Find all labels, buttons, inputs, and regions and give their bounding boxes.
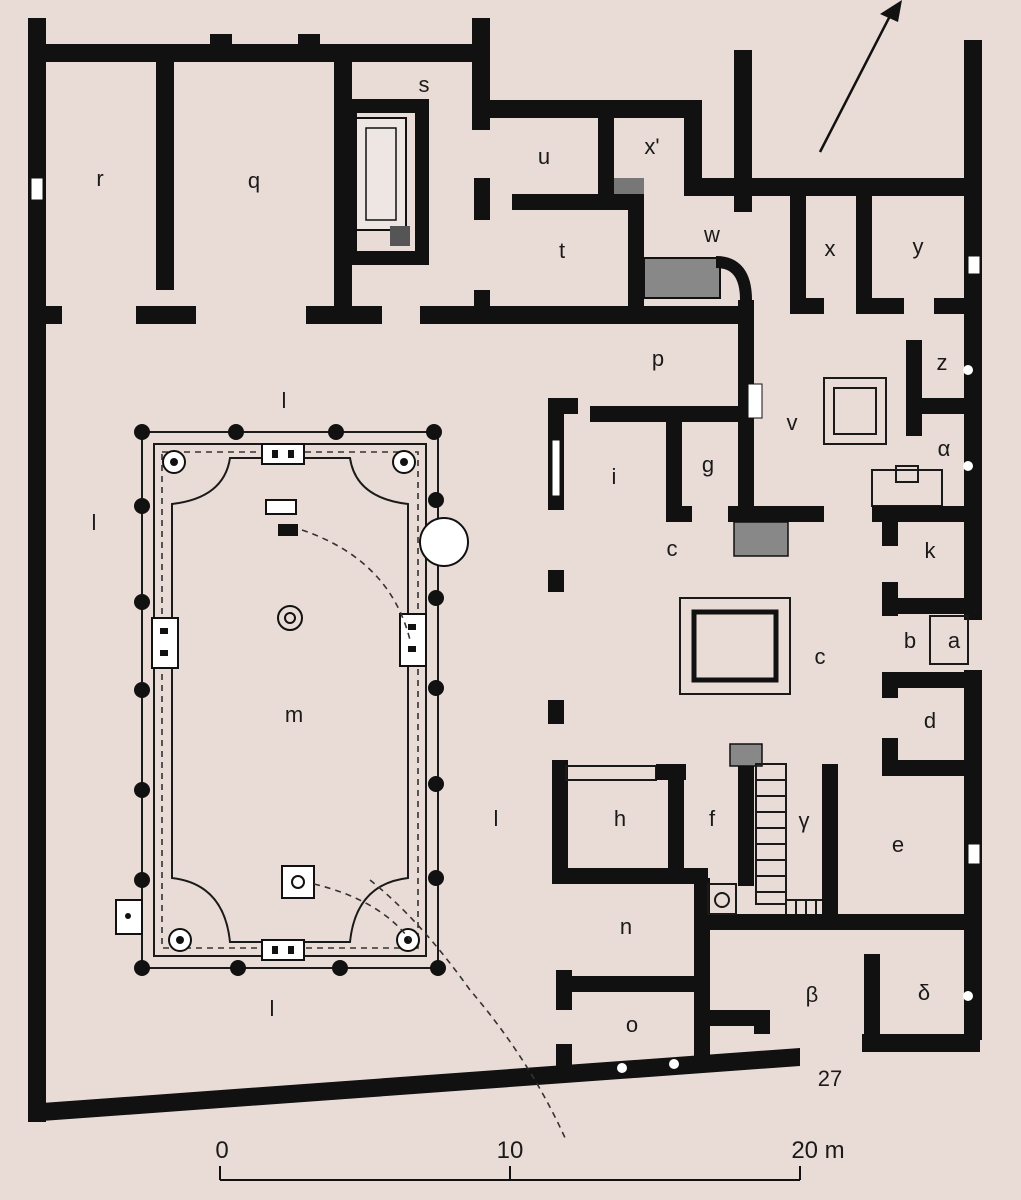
room-label-delta: δ xyxy=(918,980,930,1005)
scale-tick-10: 10 xyxy=(497,1137,524,1164)
room-label-k: k xyxy=(925,538,937,563)
room-label-y: y xyxy=(913,234,924,259)
room-label-l-right: l xyxy=(494,806,499,831)
room-label-c-upper: c xyxy=(667,536,678,561)
room-label-s: s xyxy=(419,72,430,97)
room-label-q: q xyxy=(248,168,260,193)
north-rooms xyxy=(46,62,752,324)
room-label-alpha: α xyxy=(938,436,951,461)
room-label-m: m xyxy=(285,702,303,727)
room-label-gamma: γ xyxy=(799,808,810,833)
scale-tick-20: 20 m xyxy=(791,1137,844,1164)
north-arrow-icon xyxy=(818,0,902,153)
room-label-t: t xyxy=(559,238,565,263)
room-label-u: u xyxy=(538,144,550,169)
room-label-c-center: c xyxy=(815,644,826,669)
room-label-l-top: l xyxy=(282,388,287,413)
peristyle-garden xyxy=(115,424,567,1141)
room-label-e: e xyxy=(892,832,904,857)
room-label-a: a xyxy=(948,628,961,653)
room-label-beta: β xyxy=(806,982,819,1007)
room-label-i: i xyxy=(612,464,617,489)
room-labels: r q s u x' t w x y p z v α l l i g c k m… xyxy=(92,72,961,1091)
room-label-z: z xyxy=(937,350,948,375)
room-label-r: r xyxy=(96,166,103,191)
northeast-rooms xyxy=(474,50,981,314)
room-label-n: n xyxy=(620,914,632,939)
peristyle-columns xyxy=(134,424,446,976)
room-label-p: p xyxy=(652,346,664,371)
room-label-b: b xyxy=(904,628,916,653)
room-label-l-bottom: l xyxy=(270,996,275,1021)
room-label-w: w xyxy=(703,222,720,247)
room-label-h: h xyxy=(614,806,626,831)
outer-walls xyxy=(28,18,982,1122)
south-rooms xyxy=(552,743,968,1073)
scale-tick-0: 0 xyxy=(215,1137,228,1164)
room-label-f: f xyxy=(709,806,716,831)
central-rooms xyxy=(548,300,887,592)
room-label-x-prime: x' xyxy=(644,134,659,159)
entrance-number: 27 xyxy=(818,1066,842,1091)
room-label-g: g xyxy=(702,452,714,477)
scale-bar: 0 10 20 m xyxy=(215,1137,845,1181)
east-rooms xyxy=(871,340,981,1001)
atrium-impluvium xyxy=(548,597,791,724)
room-label-o: o xyxy=(626,1012,638,1037)
room-label-x: x xyxy=(825,236,836,261)
room-label-l-left: l xyxy=(92,510,97,535)
room-label-d: d xyxy=(924,708,936,733)
room-label-v: v xyxy=(787,410,798,435)
